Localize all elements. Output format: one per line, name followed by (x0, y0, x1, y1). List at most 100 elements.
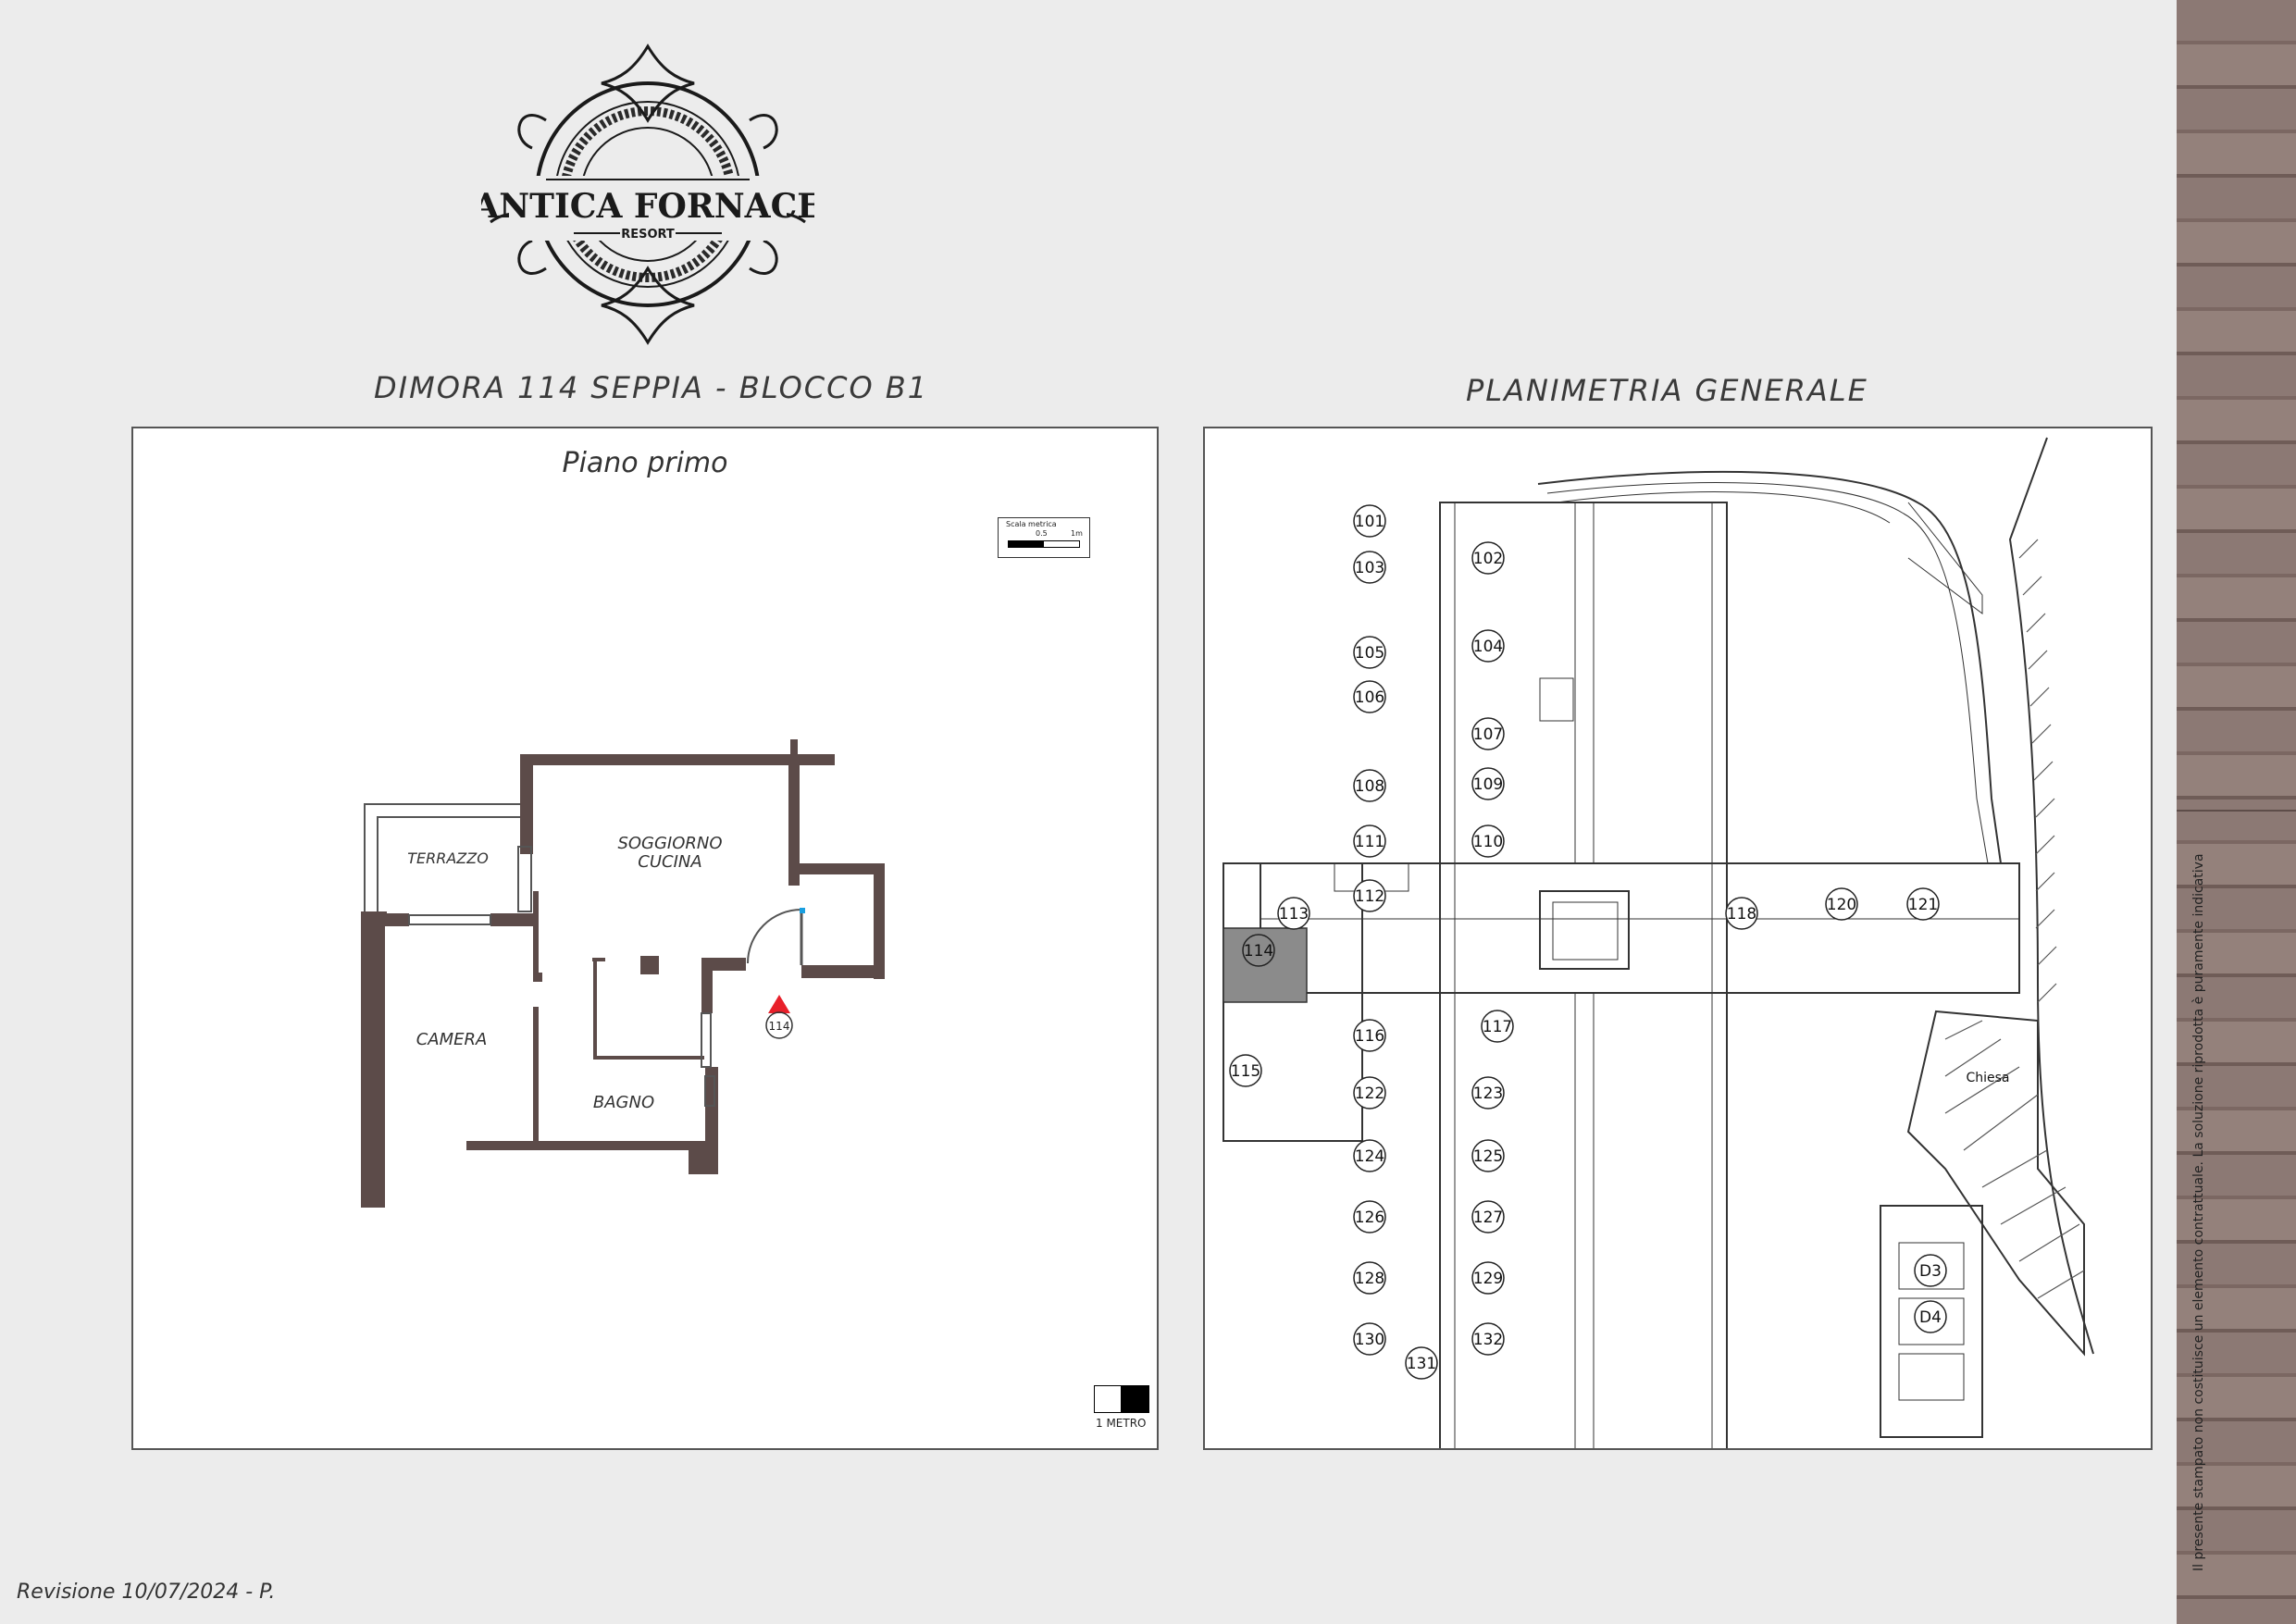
entrance-number: 114 (769, 1020, 790, 1033)
wall (520, 754, 533, 854)
unit-label-113: 113 (1279, 905, 1309, 924)
entrance-marker (768, 995, 790, 1013)
unit-badge-132 (1471, 1322, 1505, 1356)
meter-label: 1 METRO (1096, 1417, 1147, 1430)
wall (490, 913, 535, 926)
unit-label-109: 109 (1473, 775, 1503, 794)
unit-badge-127 (1471, 1200, 1505, 1233)
room-label-cucina: CUCINA (638, 852, 701, 872)
unit-label-107: 107 (1473, 725, 1503, 744)
unit-badge-102 (1471, 541, 1505, 575)
unit-label-130: 130 (1355, 1331, 1384, 1349)
unit-badge-121 (1906, 887, 1940, 921)
unit-label-132: 132 (1473, 1331, 1503, 1349)
unit-badge-122 (1353, 1076, 1386, 1110)
unit-label-110: 110 (1473, 833, 1503, 851)
unit-badge-109 (1471, 767, 1505, 800)
unit-badge-117 (1481, 1010, 1514, 1043)
unit-label-111: 111 (1355, 833, 1384, 851)
unit-badge-125 (1471, 1139, 1505, 1172)
scale-bar (1008, 540, 1080, 548)
unit-badge-107 (1471, 717, 1505, 750)
page-background: ANTICA FORNACE RESORT DIMORA 114 SEPPIA … (17, 43, 2153, 1604)
wall (361, 913, 409, 926)
brand-tagline: RESORT (621, 228, 675, 242)
floor-subtitle: Piano primo (562, 447, 728, 479)
wall (701, 958, 713, 1013)
unit-badge-d4 (1914, 1300, 1947, 1333)
unit-label-124: 124 (1355, 1147, 1384, 1166)
legal-disclaimer: Il presente stampato non costituisce un … (2191, 853, 2206, 1571)
footer-revision: Revisione 10/07/2024 - P. (17, 1581, 276, 1604)
unit-label-131: 131 (1407, 1355, 1436, 1373)
unit-badge-116 (1353, 1019, 1386, 1052)
unit-badge-110 (1471, 824, 1505, 858)
unit-label-122: 122 (1355, 1085, 1384, 1103)
unit-label-127: 127 (1473, 1209, 1503, 1227)
brand-name: ANTICA FORNACE (481, 187, 814, 226)
dimora-title: DIMORA 114 SEPPIA - BLOCCO B1 (374, 370, 929, 405)
unit-badge-111 (1353, 824, 1386, 858)
unit-label-108: 108 (1355, 777, 1384, 796)
wall (533, 891, 539, 974)
unit-label-126: 126 (1355, 1209, 1384, 1227)
unit-badge-129 (1471, 1261, 1505, 1295)
unit-badge-131 (1405, 1346, 1438, 1380)
wall (533, 973, 542, 982)
wall (801, 965, 885, 978)
entrance-number-badge (765, 1011, 793, 1039)
unit-badge-115 (1229, 1054, 1262, 1087)
church-label: Chiesa (1966, 1071, 2009, 1085)
site-plan-title: PLANIMETRIA GENERALE (1466, 373, 1868, 408)
unit-badge-112 (1353, 879, 1386, 912)
unit-label-d3: D3 (1919, 1262, 1942, 1281)
unit-label-101: 101 (1355, 513, 1384, 531)
unit-badge-123 (1471, 1076, 1505, 1110)
unit-label-128: 128 (1355, 1270, 1384, 1288)
brand-logo: ANTICA FORNACE RESORT (481, 43, 814, 345)
unit-badge-126 (1353, 1200, 1386, 1233)
unit-badge-101 (1353, 504, 1386, 538)
wall (689, 1150, 716, 1174)
unit-label-102: 102 (1473, 550, 1503, 568)
unit-badge-103 (1353, 551, 1386, 584)
unit-label-121: 121 (1908, 896, 1938, 914)
room-label-terrazzo: TERRAZZO (407, 849, 489, 867)
wall (788, 863, 883, 874)
scale-legend: Scala metrica 0.5 1m (998, 517, 1090, 558)
wall (790, 739, 798, 765)
room-label-camera: CAMERA (416, 1030, 488, 1049)
unit-label-117: 117 (1483, 1018, 1512, 1036)
unit-badge-106 (1353, 680, 1386, 713)
meter-scale (1094, 1385, 1149, 1413)
unit-label-118: 118 (1727, 905, 1756, 924)
unit-label-129: 129 (1473, 1270, 1503, 1288)
unit-label-115: 115 (1231, 1062, 1260, 1081)
unit-label-103: 103 (1355, 559, 1384, 577)
wall (466, 1141, 705, 1150)
wall (533, 1007, 539, 1144)
scale-half-label: 0.5 (1036, 529, 1048, 538)
unit-label-112: 112 (1355, 887, 1384, 906)
scale-label: Scala metrica (1006, 520, 1057, 528)
wall (593, 958, 597, 1060)
room-label-soggiorno: SOGGIORNO (617, 834, 722, 853)
unit-badge-104 (1471, 629, 1505, 663)
unit-label-120: 120 (1827, 896, 1856, 914)
unit-badge-118 (1725, 897, 1758, 930)
unit-label-104: 104 (1473, 638, 1503, 656)
unit-badge-128 (1353, 1261, 1386, 1295)
unit-badge-d3 (1914, 1254, 1947, 1287)
apartment-plan: TERRAZZO SOGGIORNO CUCINA CAMERA BAGNO 1… (361, 739, 885, 1208)
wall (592, 958, 605, 961)
unit-label-116: 116 (1355, 1027, 1384, 1046)
wall (788, 765, 800, 886)
wall (874, 863, 885, 979)
wall (520, 754, 835, 765)
side-brick-strip (2177, 0, 2296, 1624)
unit-badge-130 (1353, 1322, 1386, 1356)
unit-label-105: 105 (1355, 644, 1384, 663)
